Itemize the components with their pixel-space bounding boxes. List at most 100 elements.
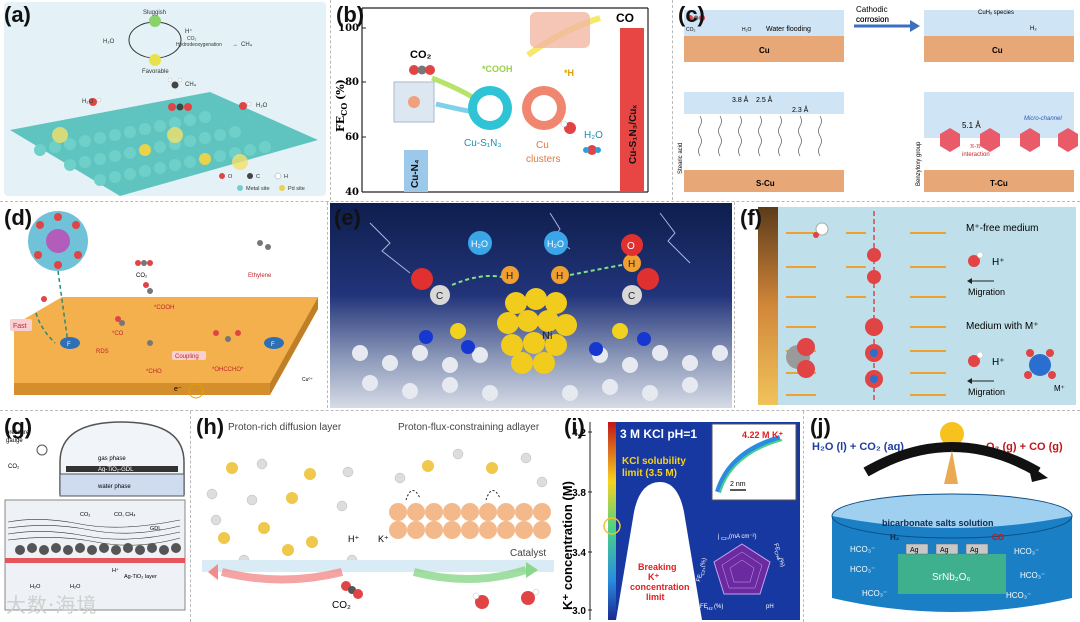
colorbar: [608, 422, 616, 620]
svg-text:H⁺: H⁺: [992, 257, 1005, 268]
svg-text:Ag-TiO₂-GDL: Ag-TiO₂-GDL: [98, 467, 134, 473]
svg-text:60: 60: [345, 132, 359, 143]
svg-text:O: O: [627, 241, 635, 252]
svg-text:Ag-TiO₂ layer: Ag-TiO₂ layer: [124, 574, 157, 580]
svg-text:Cathodic: Cathodic: [856, 5, 888, 14]
svg-text:Water flooding: Water flooding: [766, 26, 811, 33]
svg-text:S-Cu: S-Cu: [756, 179, 775, 188]
svg-text:CO₂: CO₂: [332, 600, 351, 611]
panel-e: (e) Ni C C H₂O H₂O H H H O: [330, 203, 732, 408]
svg-text:H₂O: H₂O: [82, 99, 94, 105]
svg-text:HCO₃⁻: HCO₃⁻: [1020, 571, 1045, 580]
svg-text:H₂O: H₂O: [584, 130, 603, 141]
svg-text:CO: CO: [992, 533, 1004, 542]
svg-text:Breaking: Breaking: [638, 562, 677, 572]
svg-text:Sluggish: Sluggish: [143, 10, 166, 16]
svg-text:O: O: [228, 174, 233, 180]
adlayer: [389, 503, 551, 539]
svg-text:Migration: Migration: [968, 287, 1005, 297]
svg-text:Medium with M⁺: Medium with M⁺: [966, 321, 1039, 332]
svg-text:interaction: interaction: [962, 152, 990, 158]
svg-text:*CHO: *CHO: [146, 369, 162, 375]
watermark: 大数·海境: [6, 589, 97, 618]
svg-text:H: H: [506, 271, 513, 282]
svg-text:KCl solubility: KCl solubility: [622, 456, 686, 467]
svg-text:Ethylene: Ethylene: [248, 273, 272, 279]
svg-text:*H: *H: [564, 68, 574, 78]
svg-text:→: →: [232, 42, 238, 48]
svg-text:C: C: [628, 291, 635, 302]
col-separator: [734, 202, 735, 408]
svg-text:Pd site: Pd site: [288, 186, 305, 192]
stearic-acid-chains: [699, 116, 822, 156]
svg-text:H₂O: H₂O: [103, 39, 115, 45]
svg-text:concentration: concentration: [630, 582, 690, 592]
svg-text:HCO₃⁻: HCO₃⁻: [850, 545, 875, 554]
col-separator: [330, 0, 331, 200]
svg-text:*COOH: *COOH: [482, 64, 513, 74]
svg-text:pH: pH: [766, 604, 774, 610]
svg-text:limit (3.5 M): limit (3.5 M): [622, 468, 677, 479]
panel-i: (i) 4.2 3.8 3.4 3.0 K⁺ concentration (M)…: [560, 412, 802, 622]
svg-text:CH₄: CH₄: [185, 82, 197, 88]
legend: O C H Metal site Pd site: [219, 173, 305, 192]
svg-text:Cu-S₁N₃: Cu-S₁N₃: [464, 138, 501, 149]
panel-label: (i): [564, 414, 585, 440]
svg-text:C: C: [256, 174, 260, 180]
col-separator: [327, 202, 328, 408]
panel-c: (c) Cu CO₂ H₂O Water flooding Cathodic c…: [674, 0, 1080, 200]
svg-text:H⁺: H⁺: [112, 567, 119, 574]
svg-text:CO₂: CO₂: [410, 49, 432, 61]
svg-text:Fast: Fast: [13, 323, 27, 330]
svg-text:Cu-N₄: Cu-N₄: [410, 159, 421, 188]
svg-text:(mA cm⁻²): (mA cm⁻²): [729, 534, 757, 540]
svg-text:CO: CO: [616, 11, 634, 25]
svg-text:Metal site: Metal site: [246, 186, 270, 192]
svg-text:HCO₃⁻: HCO₃⁻: [1014, 547, 1039, 556]
svg-text:5.1 Å: 5.1 Å: [962, 121, 981, 130]
svg-text:H₂O: H₂O: [471, 239, 488, 249]
catalyst-structure: [530, 12, 590, 48]
panel-label: (g): [4, 414, 32, 440]
svg-text:water phase: water phase: [97, 484, 131, 490]
panel-label: (h): [196, 414, 224, 440]
svg-text:H₂: H₂: [890, 533, 900, 542]
svg-text:Cu-S₁N₃/Cuₓ: Cu-S₁N₃/Cuₓ: [628, 105, 639, 164]
row-separator-1: [0, 201, 1080, 202]
panel-f: (f) M⁺-free medium H⁺ Migration Medium w…: [736, 203, 1080, 408]
svg-text:π-π: π-π: [970, 144, 980, 150]
svg-text:Migration: Migration: [968, 387, 1005, 397]
svg-text:Cu: Cu: [759, 46, 770, 55]
ni-cluster: [497, 288, 577, 374]
svg-text:corrosion: corrosion: [856, 15, 889, 24]
svg-text:CuHₓ species: CuHₓ species: [978, 10, 1014, 16]
svg-text:M⁺: M⁺: [1054, 384, 1065, 393]
panel-b: (b) 100 80 60 40 FE CO (%) Cu-N₄ Cu-S₁N₃…: [332, 0, 670, 200]
panel-label: (j): [810, 414, 831, 440]
svg-text:Ag: Ag: [910, 547, 919, 554]
svg-text:F: F: [271, 342, 275, 348]
svg-text:(%): (%): [714, 604, 723, 610]
col-separator: [190, 411, 191, 622]
panel-a: (a) Sluggish Favorable H₂O H⁺ CO₂ Hydrod…: [0, 0, 328, 200]
col-separator: [803, 411, 804, 622]
svg-text:HCO₃⁻: HCO₃⁻: [862, 589, 887, 598]
col-separator: [672, 0, 673, 200]
svg-text:Stearic acid: Stearic acid: [678, 143, 684, 174]
svg-text:F: F: [67, 342, 71, 348]
panel-label: (a): [4, 2, 31, 28]
svg-text:H: H: [628, 259, 635, 270]
svg-text:*COOH: *COOH: [154, 305, 174, 311]
svg-text:3.8 Å: 3.8 Å: [732, 95, 749, 104]
svg-text:Cu: Cu: [992, 46, 1003, 55]
svg-text:H₂: H₂: [1030, 26, 1037, 32]
svg-text:H₂O: H₂O: [547, 239, 564, 249]
svg-text:K⁺: K⁺: [378, 534, 389, 544]
svg-text:gas phase: gas phase: [98, 456, 126, 462]
svg-text:(%): (%): [334, 79, 347, 100]
svg-text:clusters: clusters: [526, 154, 560, 165]
reaction-cycle: [129, 15, 181, 66]
svg-text:3 M KCl pH=1: 3 M KCl pH=1: [620, 427, 697, 441]
svg-text:K⁺ concentration (M): K⁺ concentration (M): [560, 481, 575, 610]
svg-text:40: 40: [345, 187, 359, 198]
